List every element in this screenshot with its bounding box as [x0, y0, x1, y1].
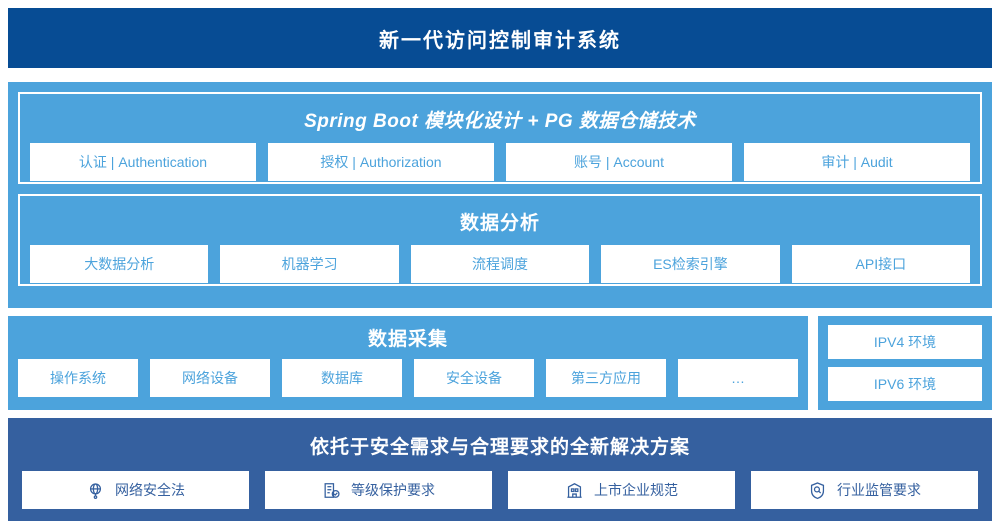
chip-machine-learning[interactable]: 机器学习: [220, 245, 399, 283]
springboot-chip-row: 认证 | Authentication 授权 | Authorization 账…: [30, 143, 970, 181]
chip-label: 上市企业规范: [594, 482, 678, 498]
ipv-environment-panel: IPV4 环境 IPV6 环境: [818, 316, 992, 410]
chip-big-data-analysis[interactable]: 大数据分析: [30, 245, 209, 283]
bank-building-icon: [565, 481, 584, 500]
chip-security-device[interactable]: 安全设备: [414, 359, 534, 397]
chip-classified-protection[interactable]: 等级保护要求: [265, 471, 492, 509]
chip-listed-company-standard[interactable]: 上市企业规范: [508, 471, 735, 509]
chip-cybersecurity-law[interactable]: 网络安全法: [22, 471, 249, 509]
chip-operating-system[interactable]: 操作系统: [18, 359, 138, 397]
chip-label: 行业监管要求: [837, 482, 921, 498]
document-check-icon: [322, 481, 341, 500]
chip-authentication[interactable]: 认证 | Authentication: [30, 143, 256, 181]
data-collection-panel: 数据采集 操作系统 网络设备 数据库 安全设备 第三方应用 …: [8, 316, 808, 410]
chip-ipv6-environment[interactable]: IPV6 环境: [828, 367, 982, 401]
chip-api-interface[interactable]: API接口: [791, 245, 971, 283]
chip-audit[interactable]: 审计 | Audit: [744, 143, 970, 181]
chip-more-ellipsis[interactable]: …: [678, 359, 798, 397]
chip-label: 网络安全法: [115, 482, 185, 498]
compliance-chip-row: 网络安全法 等级保护要求: [22, 471, 978, 509]
page-title: 新一代访问控制审计系统: [379, 29, 621, 52]
chip-ipv4-environment[interactable]: IPV4 环境: [828, 325, 982, 359]
data-analysis-section-title: 数据分析: [459, 213, 540, 234]
chip-industry-regulation[interactable]: 行业监管要求: [751, 471, 978, 509]
chip-account[interactable]: 账号 | Account: [506, 143, 732, 181]
data-analysis-section: 数据分析 大数据分析 机器学习 流程调度 ES检索引擎 API接口: [18, 194, 982, 286]
compliance-panel: 依托于安全需求与合理要求的全新解决方案 网络安全法: [8, 418, 992, 521]
chip-process-scheduling[interactable]: 流程调度: [410, 245, 590, 283]
springboot-section-title: Spring Boot 模块化设计 + PG 数据仓储技术: [304, 111, 696, 132]
data-collection-title: 数据采集: [367, 329, 448, 350]
data-collection-chip-row: 操作系统 网络设备 数据库 安全设备 第三方应用 …: [18, 359, 798, 397]
chip-label: 等级保护要求: [351, 482, 435, 498]
chip-third-party-app[interactable]: 第三方应用: [546, 359, 666, 397]
chip-authorization[interactable]: 授权 | Authorization: [268, 143, 494, 181]
springboot-section: Spring Boot 模块化设计 + PG 数据仓储技术 认证 | Authe…: [18, 92, 982, 184]
architecture-upper-panel: Spring Boot 模块化设计 + PG 数据仓储技术 认证 | Authe…: [8, 82, 992, 308]
shield-search-icon: [808, 481, 827, 500]
data-analysis-chip-row: 大数据分析 机器学习 流程调度 ES检索引擎 API接口: [30, 245, 971, 283]
header-bar: 新一代访问控制审计系统: [8, 8, 992, 68]
chip-database[interactable]: 数据库: [282, 359, 402, 397]
middle-row: 数据采集 操作系统 网络设备 数据库 安全设备 第三方应用 … IPV4 环境 …: [8, 316, 992, 410]
compliance-panel-title: 依托于安全需求与合理要求的全新解决方案: [309, 437, 690, 458]
chip-network-device[interactable]: 网络设备: [150, 359, 270, 397]
chip-es-search-engine[interactable]: ES检索引擎: [601, 245, 780, 283]
globe-icon: [86, 481, 105, 500]
